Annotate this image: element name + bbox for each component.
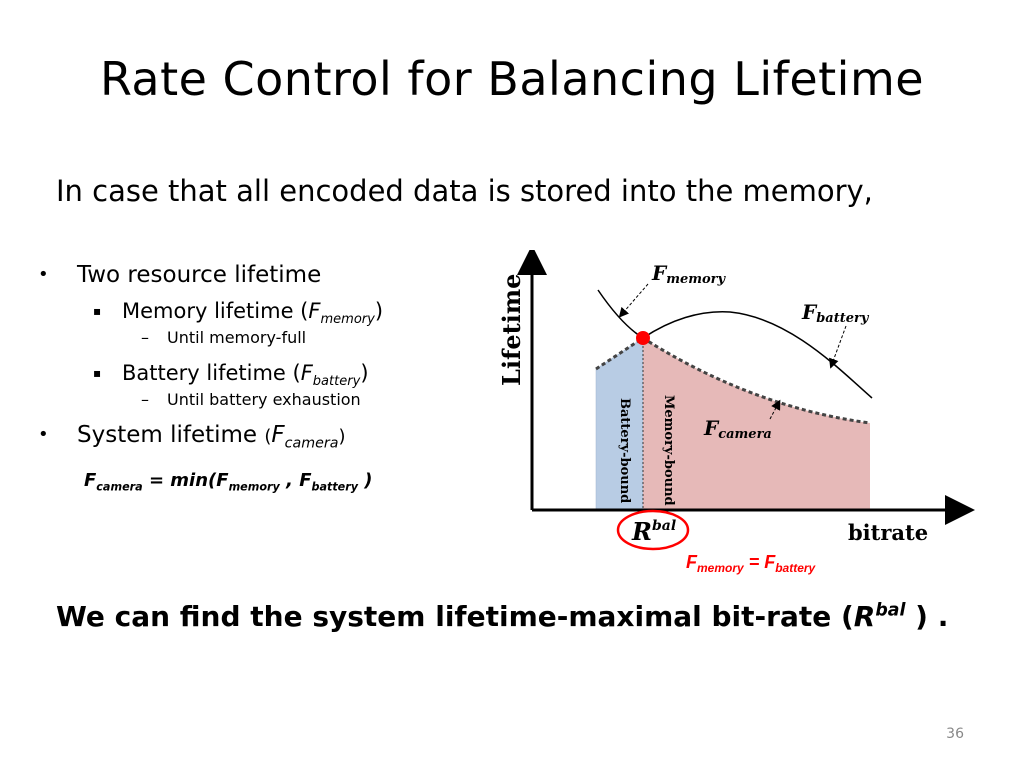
balance-note: Fmemory = Fbattery (686, 552, 817, 575)
bullet-two-resource-lifetime: • Two resource lifetime (38, 260, 478, 290)
balance-s2: battery (775, 561, 816, 575)
formula-lhs: F (84, 470, 97, 491)
formula-comma: , (279, 470, 300, 491)
bullet-text: Until battery exhaustion (167, 390, 361, 409)
f-camera-label: Fcamera (703, 416, 772, 442)
f-camera-curve (595, 336, 871, 425)
balance-f1: F (686, 552, 698, 572)
balance-f2: F (764, 552, 776, 572)
f-memory-subscript: memory (666, 272, 726, 287)
bullet-text: Two resource lifetime (77, 262, 322, 288)
memory-bound-label: Memory-bound (661, 395, 676, 506)
bullet-close: ) (374, 299, 384, 323)
formula-arg-a-sub: memory (228, 480, 280, 494)
rbal-superscript: bal (652, 518, 676, 534)
bullet-text: System lifetime (77, 422, 265, 448)
bullet-battery-lifetime: ▪ Battery lifetime (Fbattery) (38, 358, 478, 390)
f-battery-symbol: F (801, 300, 818, 324)
conclusion-text: We can find the system lifetime-maximal … (56, 600, 948, 633)
formula-lhs-sub: camera (96, 480, 143, 494)
bullet-open: ( (264, 426, 272, 447)
f-subscript: battery (312, 374, 361, 390)
bullet-close: ) (338, 426, 346, 447)
bullet-text: Battery lifetime ( (122, 361, 301, 385)
f-battery-leader (829, 325, 847, 369)
bullet-memory-lifetime: ▪ Memory lifetime (Fmemory) (38, 296, 478, 328)
conclusion-main: We can find the system lifetime-maximal … (56, 600, 854, 633)
square-bullet-marker: ▪ (93, 304, 102, 318)
bullet-marker: • (38, 264, 49, 285)
conclusion-r: R (853, 600, 876, 633)
f-subscript: camera (284, 435, 339, 452)
battery-bound-label: Battery-bound (617, 398, 632, 503)
balance-eq: = (744, 552, 765, 572)
f-subscript: memory (320, 312, 375, 328)
system-lifetime-formula: Fcamera = min(Fmemory , Fbattery ) (84, 470, 373, 494)
slide-title: Rate Control for Balancing Lifetime (99, 52, 925, 106)
bullet-close: ) (360, 361, 369, 385)
bullet-list: • Two resource lifetime ▪ Memory lifetim… (38, 260, 478, 456)
formula-arg-b-sub: battery (311, 480, 359, 494)
formula-eq: = min( (142, 470, 217, 491)
f-symbol: F (300, 361, 313, 385)
f-symbol: F (308, 299, 321, 323)
rbal-symbol: R (631, 517, 652, 546)
bullet-text: Memory lifetime ( (122, 299, 309, 323)
page-number: 36 (946, 726, 964, 742)
dash-marker: – (141, 390, 149, 409)
memory-bound-region (643, 338, 870, 510)
f-memory-leader (618, 283, 649, 318)
f-camera-leader (769, 399, 781, 420)
lifetime-diagram: Lifetime bitrate Fmemory Fbattery Fcamer… (497, 250, 975, 575)
f-battery-label: Fbattery (801, 300, 870, 326)
formula-arg-a: F (216, 470, 229, 491)
bullet-marker: • (38, 424, 49, 445)
f-battery-curve (642, 311, 873, 399)
balance-s1: memory (697, 561, 745, 575)
formula-arg-b: F (299, 470, 312, 491)
f-camera-symbol: F (703, 416, 720, 440)
bullet-text: Until memory-full (167, 328, 307, 347)
rbal-ring (616, 509, 690, 551)
formula-end: ) (358, 470, 373, 491)
f-memory-label: Fmemory (651, 261, 727, 287)
intro-text: In case that all encoded data is stored … (56, 174, 873, 208)
bullet-system-lifetime: • System lifetime (Fcamera) (38, 420, 478, 452)
bullet-until-memory-full: – Until memory-full (38, 326, 478, 350)
balance-point (636, 331, 650, 345)
square-bullet-marker: ▪ (93, 366, 102, 380)
conclusion-sup: bal (875, 600, 906, 621)
f-symbol: F (271, 422, 285, 448)
f-camera-subscript: camera (718, 427, 772, 442)
f-memory-symbol: F (651, 261, 668, 285)
rbal-label: Rbal (631, 517, 676, 546)
bullet-until-battery-exhaustion: – Until battery exhaustion (38, 388, 478, 412)
conclusion-end: ) . (905, 600, 949, 633)
f-battery-subscript: battery (816, 311, 870, 326)
y-axis-label: Lifetime (497, 274, 526, 386)
dash-marker: – (141, 328, 149, 347)
x-axis-label: bitrate (848, 520, 928, 545)
